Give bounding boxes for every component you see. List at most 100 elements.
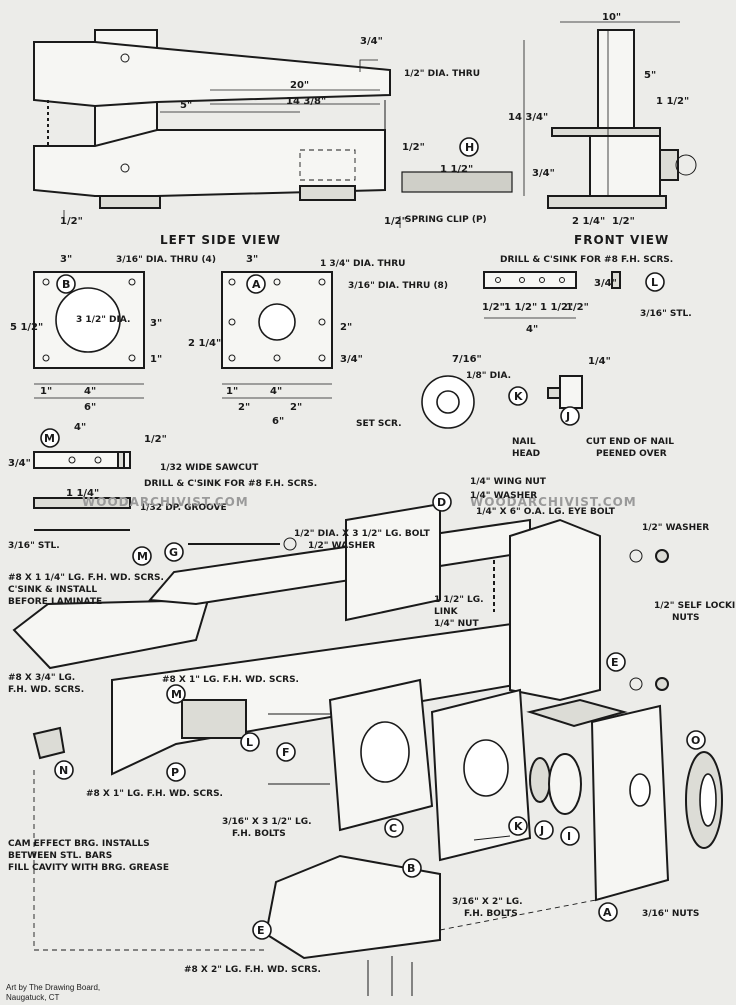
part-l-dim-3-4: 3/4" <box>594 278 617 289</box>
part-m-sawcut: 1/32 WIDE SAWCUT <box>160 463 259 473</box>
note-cam-2: BETWEEN STL. BARS <box>8 851 112 861</box>
note-bolts-2b: F.H. BOLTS <box>464 909 518 919</box>
rear-upright <box>509 518 601 702</box>
part-m-steel: 3/16" STL. <box>8 541 60 551</box>
note-bolts-1a: 3/16" X 3 1/2" LG. <box>222 817 312 827</box>
part-l-dim-1-1-2b: 1 1/2" <box>540 302 573 313</box>
watermark-left: WOODARCHIVIST.COM <box>82 495 249 509</box>
spring-clip-detail <box>401 171 513 193</box>
part-k-dim-7-16: 7/16" <box>452 354 482 365</box>
dim-half-b: 1/2" <box>402 142 425 153</box>
part-l-dim-1-1-2a: 1 1/2" <box>504 302 537 313</box>
dim-20: 20" <box>290 80 309 91</box>
note-washer-1: 1/2" WASHER <box>308 541 375 551</box>
bracket-n <box>32 726 66 760</box>
upper-arm <box>33 41 391 108</box>
assy-part-o: O <box>691 734 700 747</box>
part-l-drill-note: DRILL & C'SINK FOR #8 F.H. SCRS. <box>500 255 673 265</box>
front-dim-5: 5" <box>644 70 656 81</box>
dim-14-3-8: 14 3/8" <box>286 96 326 107</box>
note-screws-1b: C'SINK & INSTALL <box>8 585 97 595</box>
part-j-callout: J <box>565 410 570 423</box>
front-dim-2-1-4: 2 1/4" <box>572 216 605 227</box>
plate-b-dia-note: 3/16" DIA. THRU (4) <box>116 255 216 265</box>
front-dim-3-4: 3/4" <box>532 168 555 179</box>
part-k-callout: K <box>514 390 523 403</box>
plate-b-circle-dia: 3 1/2" DIA. <box>76 315 130 325</box>
hub-plate <box>548 753 582 815</box>
plate-b-dim-1r: 1" <box>40 386 52 397</box>
table-top <box>12 598 210 670</box>
assy-part-e-bottom: E <box>257 924 265 937</box>
peened-label: PEENED OVER <box>596 449 667 459</box>
assy-part-m-2: M <box>171 688 182 701</box>
plate-b-dim-6: 6" <box>84 402 96 413</box>
assy-part-n: N <box>59 764 68 777</box>
plate-a-dim-1: 1" <box>226 386 238 397</box>
part-k-j-detail: K J 7/16" 1/8" DIA. 1/4" SET SCR. NAIL H… <box>356 354 674 459</box>
plate-a-dim-2: 2" <box>340 322 352 333</box>
assy-part-m: M <box>137 550 148 563</box>
lower-arm <box>33 129 386 197</box>
watermark-right: WOODARCHIVIST.COM <box>470 495 637 509</box>
assy-part-a: A <box>603 906 612 919</box>
plate-b-dim-3v: 3" <box>150 318 162 329</box>
assy-part-c: C <box>389 822 397 835</box>
spring-clip-label: SPRING CLIP (P) <box>405 215 487 225</box>
note-link-2: LINK <box>434 607 459 617</box>
assy-part-b: B <box>407 862 415 875</box>
note-self-lock-1: 1/2" SELF LOCKING <box>654 601 736 611</box>
exploded-assembly: M G D E M F L N P C K J I O B A E 1/2" D… <box>8 477 736 996</box>
assy-part-g: G <box>169 546 178 559</box>
dim-3-4: 3/4" <box>360 36 383 47</box>
front-view-title: FRONT VIEW <box>574 233 669 247</box>
part-m-dim-4: 4" <box>74 422 86 433</box>
foot-left <box>99 195 161 209</box>
dim-half-d: 1/2" <box>384 216 407 227</box>
part-h-callout: H <box>465 141 474 154</box>
foot-right <box>299 185 356 201</box>
front-base <box>547 195 667 209</box>
part-m-callout: M <box>44 432 55 445</box>
assy-part-i: I <box>567 830 571 843</box>
plate-a-dim-6: 6" <box>272 416 284 427</box>
assy-part-p: P <box>171 766 179 779</box>
assy-part-d: D <box>437 496 446 509</box>
credit-line-1: Art by The Drawing Board, <box>6 983 100 992</box>
part-m-dim-half: 1/2" <box>144 434 167 445</box>
plate-b-height: 5 1/2" <box>10 322 43 333</box>
note-wing-nut: 1/4" WING NUT <box>470 477 547 487</box>
part-l-callout: L <box>651 276 658 289</box>
part-l-dim-half-a: 1/2" <box>482 302 505 313</box>
part-m-dim-1-1-4: 1 1/4" <box>66 488 99 499</box>
dim-half-c: 1/2" <box>60 216 83 227</box>
note-washer-3: 1/2" WASHER <box>642 523 709 533</box>
assy-part-f: F <box>282 746 290 759</box>
part-k-dim-1-8: 1/8" DIA. <box>466 371 511 381</box>
bearing-i <box>529 757 551 803</box>
part-a-callout: A <box>252 278 261 291</box>
front-dim-1-2: 1/2" <box>612 216 635 227</box>
note-washer-2: 1/4" WASHER <box>470 491 537 501</box>
note-screws-3: #8 X 1" LG. F.H. WD. SCRS. <box>162 675 299 685</box>
plate-a-detail: A 3" 1 3/4" DIA. THRU 3/16" DIA. THRU (8… <box>221 254 448 427</box>
steel-bar-l <box>483 271 577 289</box>
part-b-callout: B <box>62 278 70 291</box>
nail-label: NAIL <box>512 437 536 447</box>
left-side-view: 3/4" 1/2" DIA. THRU 20" 5" 14 3/8" 1 1/2… <box>33 29 513 247</box>
note-screws-4: #8 X 1" LG. F.H. WD. SCRS. <box>86 789 223 799</box>
part-l-steel: 3/16" STL. <box>640 309 692 319</box>
front-dim-10: 10" <box>602 12 621 23</box>
part-m-dim-3-4: 3/4" <box>8 458 31 469</box>
part-m-drill-note: DRILL & C'SINK FOR #8 F.H. SCRS. <box>144 479 317 489</box>
plate-a-dim-3-4: 3/4" <box>340 354 363 365</box>
note-bolt: 1/2" DIA. X 3 1/2" LG. BOLT <box>294 529 431 539</box>
plate-b-detail: B 3" 3/16" DIA. THRU (4) 5 1/2" 3 1/2" D… <box>10 254 221 413</box>
cut-end-label: CUT END OF NAIL <box>586 437 674 447</box>
plate-b-dim-4: 4" <box>84 386 96 397</box>
plate-a-dim-2b: 2" <box>238 402 250 413</box>
plate-a-dim-3: 3" <box>246 254 258 265</box>
plate-a-assembly <box>590 704 670 902</box>
note-eyebolt: 1/4" X 6" O.A. LG. EYE BOLT <box>476 507 616 517</box>
note-link-1: 1 1/2" LG. <box>434 595 484 605</box>
